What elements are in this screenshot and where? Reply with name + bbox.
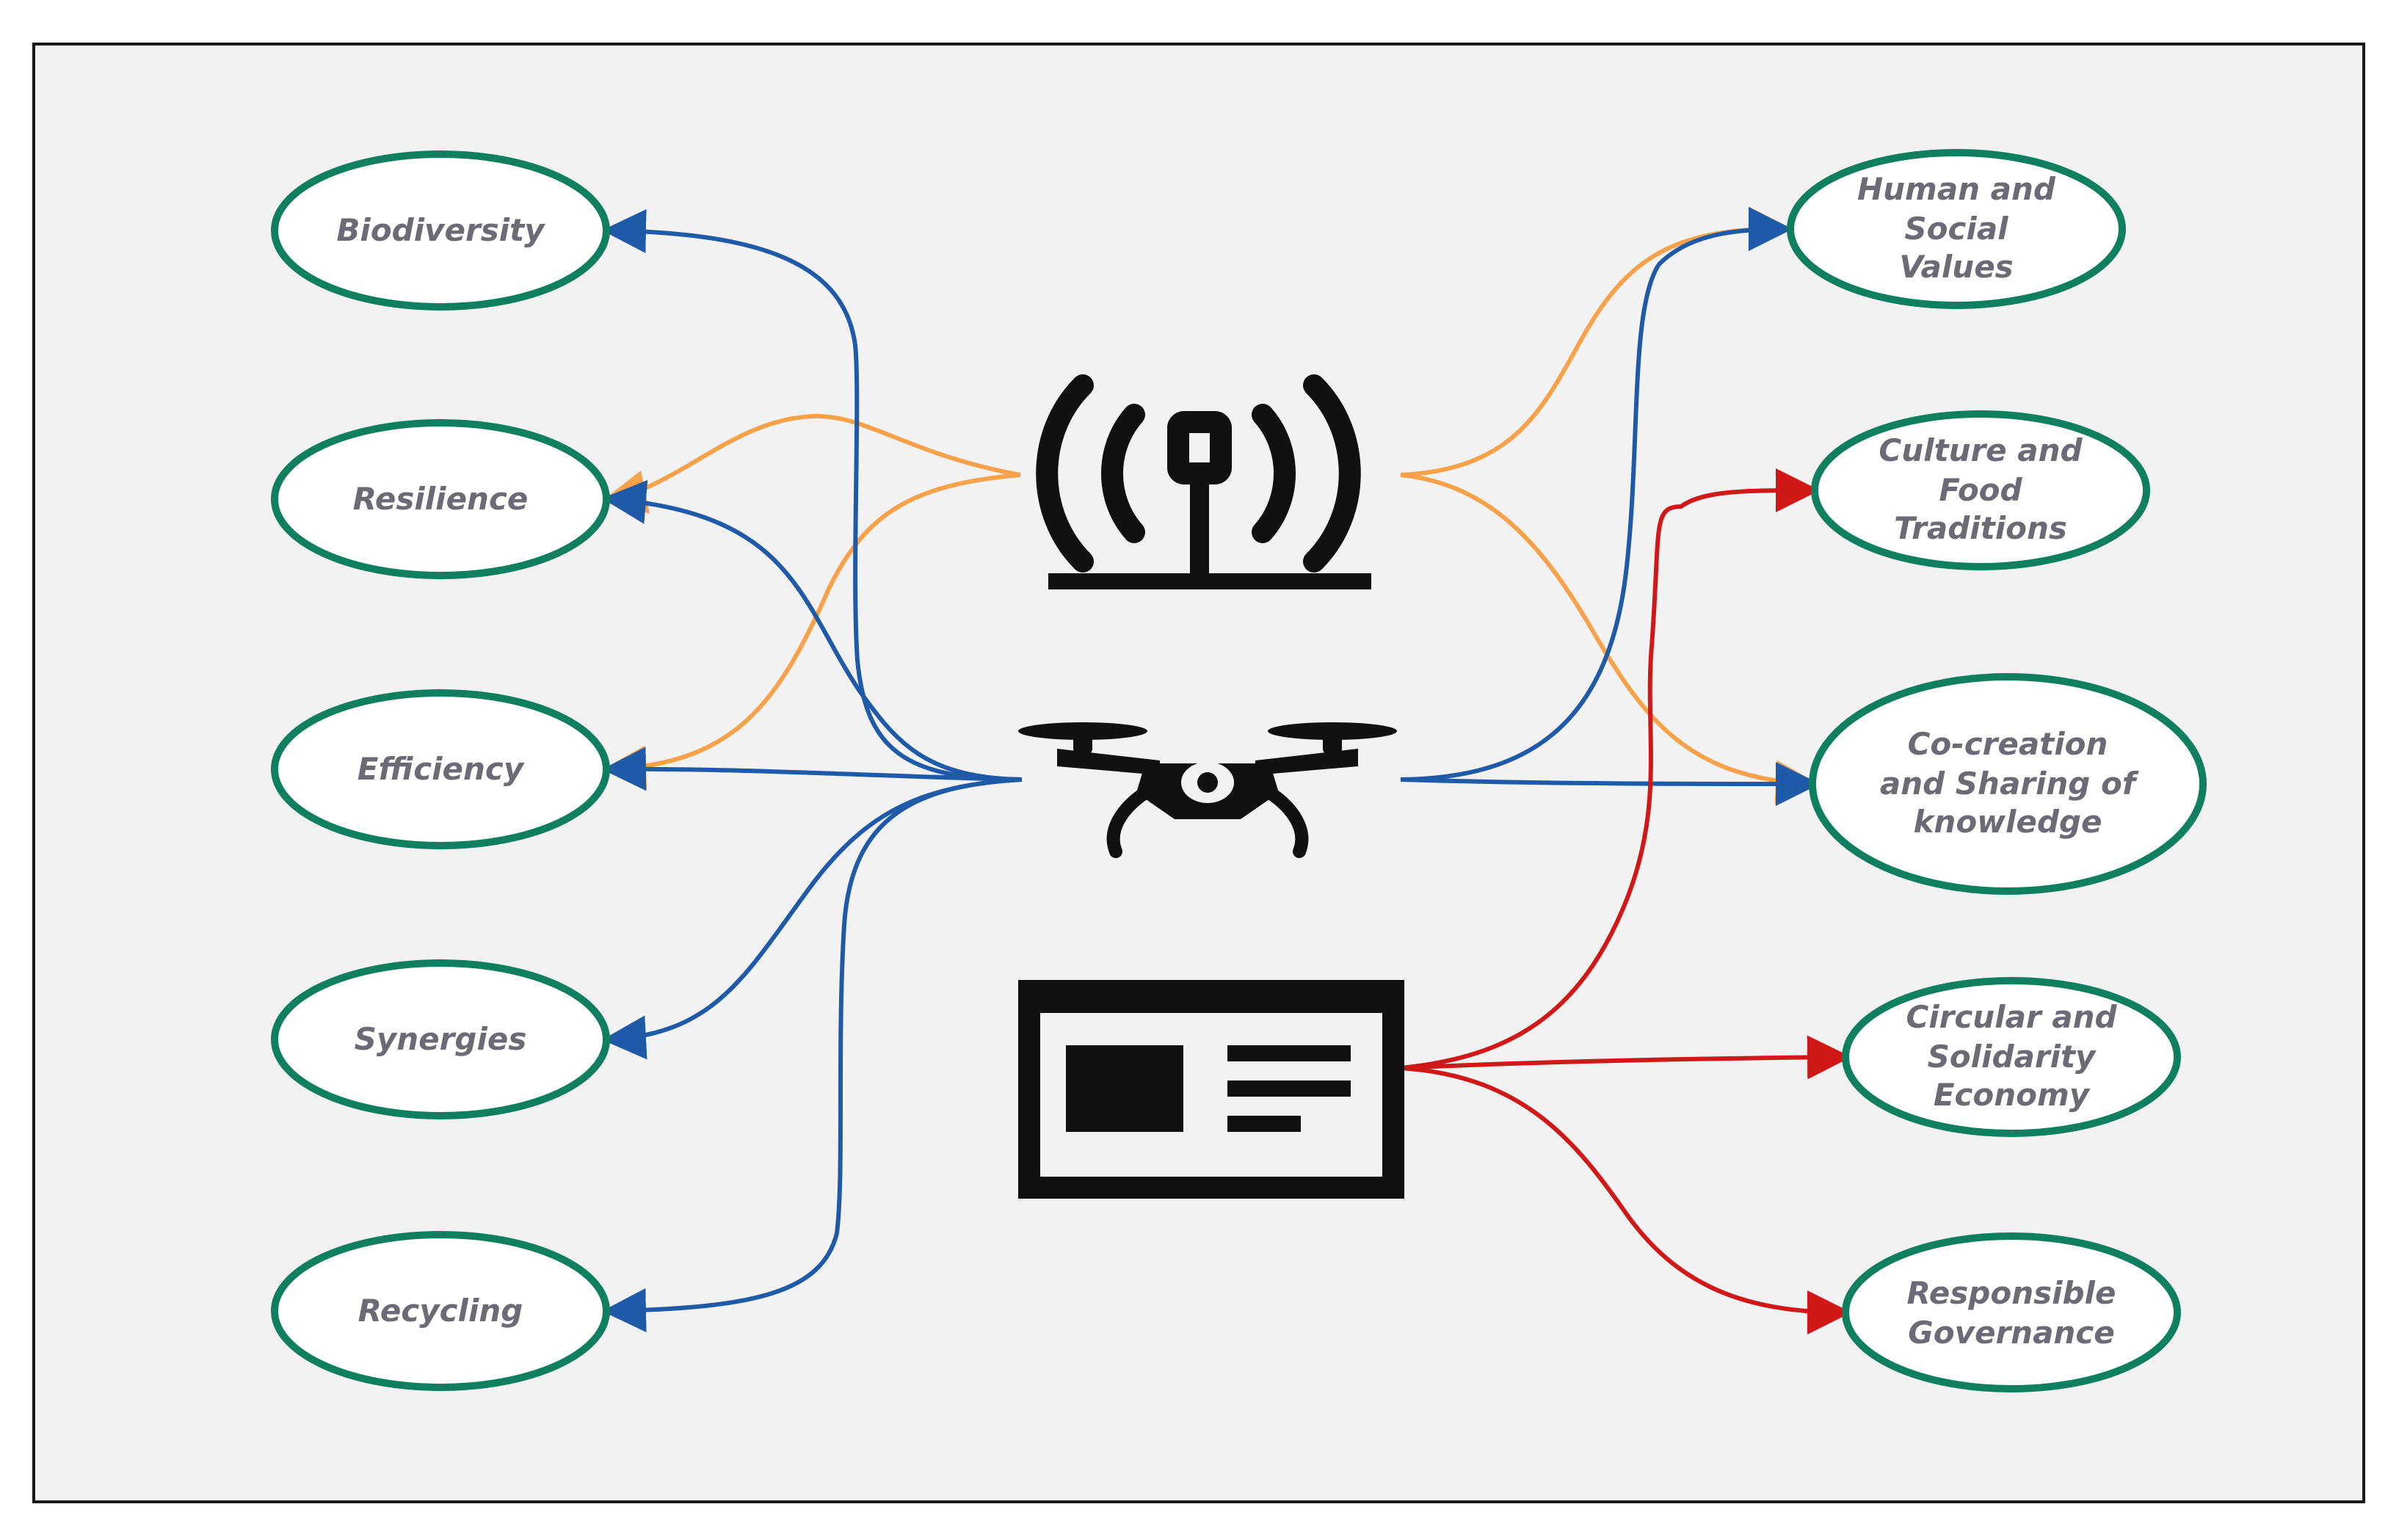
node-efficiency: Efficiency [271, 689, 610, 849]
node-label-line: Social [1904, 211, 2008, 247]
node-label-line: Culture and [1879, 432, 2083, 468]
node-label-line: Biodiversity [336, 212, 545, 248]
svg-text:Values: Values [1899, 249, 2013, 285]
node-label-line: Human and [1857, 171, 2056, 207]
node-label-line: Responsible [1907, 1275, 2116, 1311]
node-label-line: Solidarity [1928, 1039, 2097, 1075]
node-label-line: Food [1939, 472, 2022, 508]
link-drone-resilience [602, 479, 1023, 782]
svg-text:Governance: Governance [1908, 1315, 2114, 1351]
svg-text:Responsible: Responsible [1907, 1275, 2116, 1311]
node-cocreation-knowledge: Co-creation and Sharing of knowledge [1809, 673, 2207, 895]
news-panel-icon [1018, 980, 1404, 1199]
antenna-icon [1036, 374, 1371, 589]
svg-text:Recycling: Recycling [358, 1293, 523, 1329]
svg-text:Circular and: Circular and [1906, 999, 2117, 1035]
svg-text:Food: Food [1939, 472, 2022, 508]
svg-text:Social: Social [1904, 211, 2008, 247]
node-label-line: and Sharing of [1880, 766, 2139, 802]
node-culture-food-traditions: Culture and Food Traditions [1811, 410, 2150, 570]
svg-text:knowledge: knowledge [1914, 804, 2102, 840]
link-drone-biodiversity [602, 208, 1023, 782]
svg-text:and Sharing of: and Sharing of [1880, 766, 2139, 802]
node-label-line: Efficiency [358, 751, 525, 787]
svg-text:Biodiversity: Biodiversity [336, 212, 545, 248]
node-label-line: Values [1899, 249, 2013, 285]
node-recycling: Recycling [271, 1231, 610, 1391]
connectors [602, 206, 1851, 1334]
svg-text:Efficiency: Efficiency [358, 751, 525, 787]
node-label-line: Circular and [1906, 999, 2117, 1035]
node-responsible-governance: Responsible Governance [1842, 1232, 2181, 1392]
svg-text:Economy: Economy [1934, 1077, 2091, 1113]
svg-text:Traditions: Traditions [1894, 510, 2067, 546]
link-antenna-human-social [1400, 206, 1793, 477]
node-label-line: Resilience [353, 481, 529, 517]
link-antenna-cocreation [1400, 473, 1820, 804]
link-news-circular [1400, 1035, 1851, 1080]
svg-text:Culture and: Culture and [1879, 432, 2083, 468]
node-circular-solidarity-economy: Circular and Solidarity Economy [1842, 977, 2181, 1137]
svg-text:Synergies: Synergies [355, 1021, 527, 1057]
svg-text:Human and: Human and [1857, 171, 2056, 207]
svg-text:Resilience: Resilience [353, 481, 529, 517]
link-drone-efficiency [602, 747, 1023, 791]
link-news-governance [1400, 1066, 1851, 1334]
node-label-line: Traditions [1894, 510, 2067, 546]
link-drone-synergies [602, 777, 1023, 1060]
node-label-line: Recycling [358, 1293, 523, 1329]
link-drone-human-social [1400, 207, 1793, 782]
link-antenna-resilience [602, 413, 1021, 514]
drone-icon [1018, 722, 1397, 858]
node-label-line: Synergies [355, 1021, 527, 1057]
link-drone-cocreation [1400, 761, 1820, 806]
link-news-culture-food [1400, 468, 1820, 1070]
node-label-line: Economy [1934, 1077, 2091, 1113]
svg-text:Solidarity: Solidarity [1928, 1039, 2097, 1075]
node-biodiversity: Biodiversity [271, 150, 610, 310]
node-label-line: Co-creation [1908, 726, 2108, 762]
link-drone-recycling [602, 777, 1023, 1333]
svg-text:Co-creation: Co-creation [1908, 726, 2108, 762]
node-synergies: Synergies [271, 959, 610, 1119]
node-label-line: Governance [1908, 1315, 2114, 1351]
node-label-line: knowledge [1914, 804, 2102, 840]
link-antenna-efficiency [602, 473, 1021, 790]
node-resilience: Resilience [271, 419, 610, 579]
node-human-social-values: Human and Social Values [1787, 149, 2126, 309]
